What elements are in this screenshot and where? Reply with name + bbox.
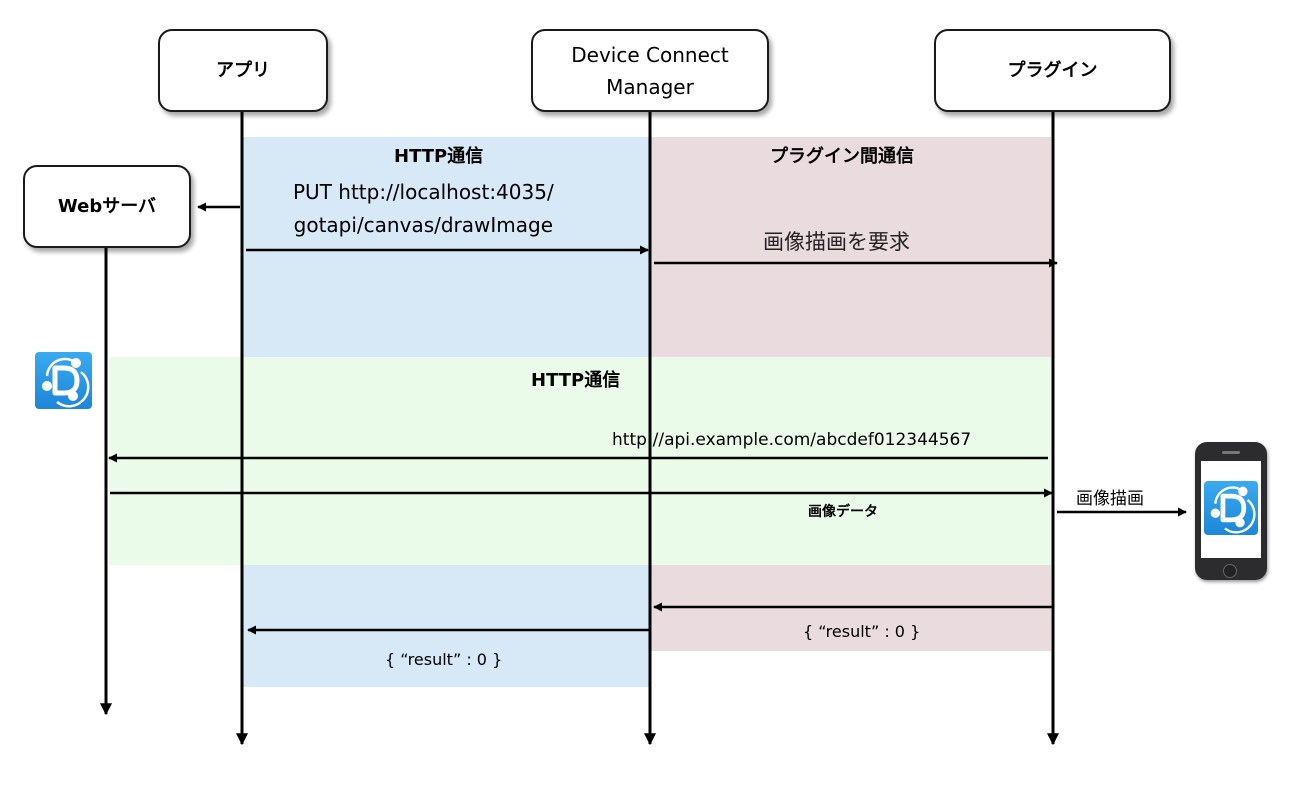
actor-device-connect-manager: Device Connect Manager [531,29,769,112]
phone-speaker [1222,451,1240,454]
actor-dcm-label-line1: Device Connect [571,42,729,67]
actor-plugin-label: プラグイン [1007,59,1098,81]
put-request-line2: gotapi/canvas/drawImage [293,213,554,237]
http-zone-title: HTTP通信 [394,146,484,167]
draw-request-label: 画像描画を要求 [763,230,910,254]
web-http-zone-title: HTTP通信 [531,370,621,391]
api-url-label: http://api.example.com/abcdef012344567 [612,430,972,450]
put-request-label: PUT http://localhost:4035/ gotapi/canvas… [293,176,554,242]
http-zone-bottom [243,565,650,687]
actor-webserver: Webサーバ [23,165,191,248]
phone-home-button [1223,564,1237,578]
phone-screen [1201,461,1261,558]
result-plugin-label: { “result” : 0 } [803,622,921,641]
actor-webserver-label: Webサーバ [57,195,157,217]
actor-plugin: プラグイン [934,29,1171,112]
smartphone-icon [1195,442,1267,580]
http-zone-top [243,137,650,357]
actor-app-label: アプリ [216,59,270,81]
actor-app: アプリ [158,29,328,112]
device-connect-logo-icon [1204,481,1258,535]
device-connect-logo-icon [35,352,92,409]
plugin-comm-zone-title: プラグイン間通信 [770,146,914,167]
web-http-zone [109,357,1051,565]
plugin-comm-zone-top [650,137,1051,357]
image-data-label: 画像データ [808,504,878,520]
put-request-line1: PUT http://localhost:4035/ [293,180,554,204]
draw-label: 画像描画 [1076,489,1144,509]
actor-dcm-label-line2: Manager [606,74,694,99]
result-app-label: { “result” : 0 } [385,650,503,669]
